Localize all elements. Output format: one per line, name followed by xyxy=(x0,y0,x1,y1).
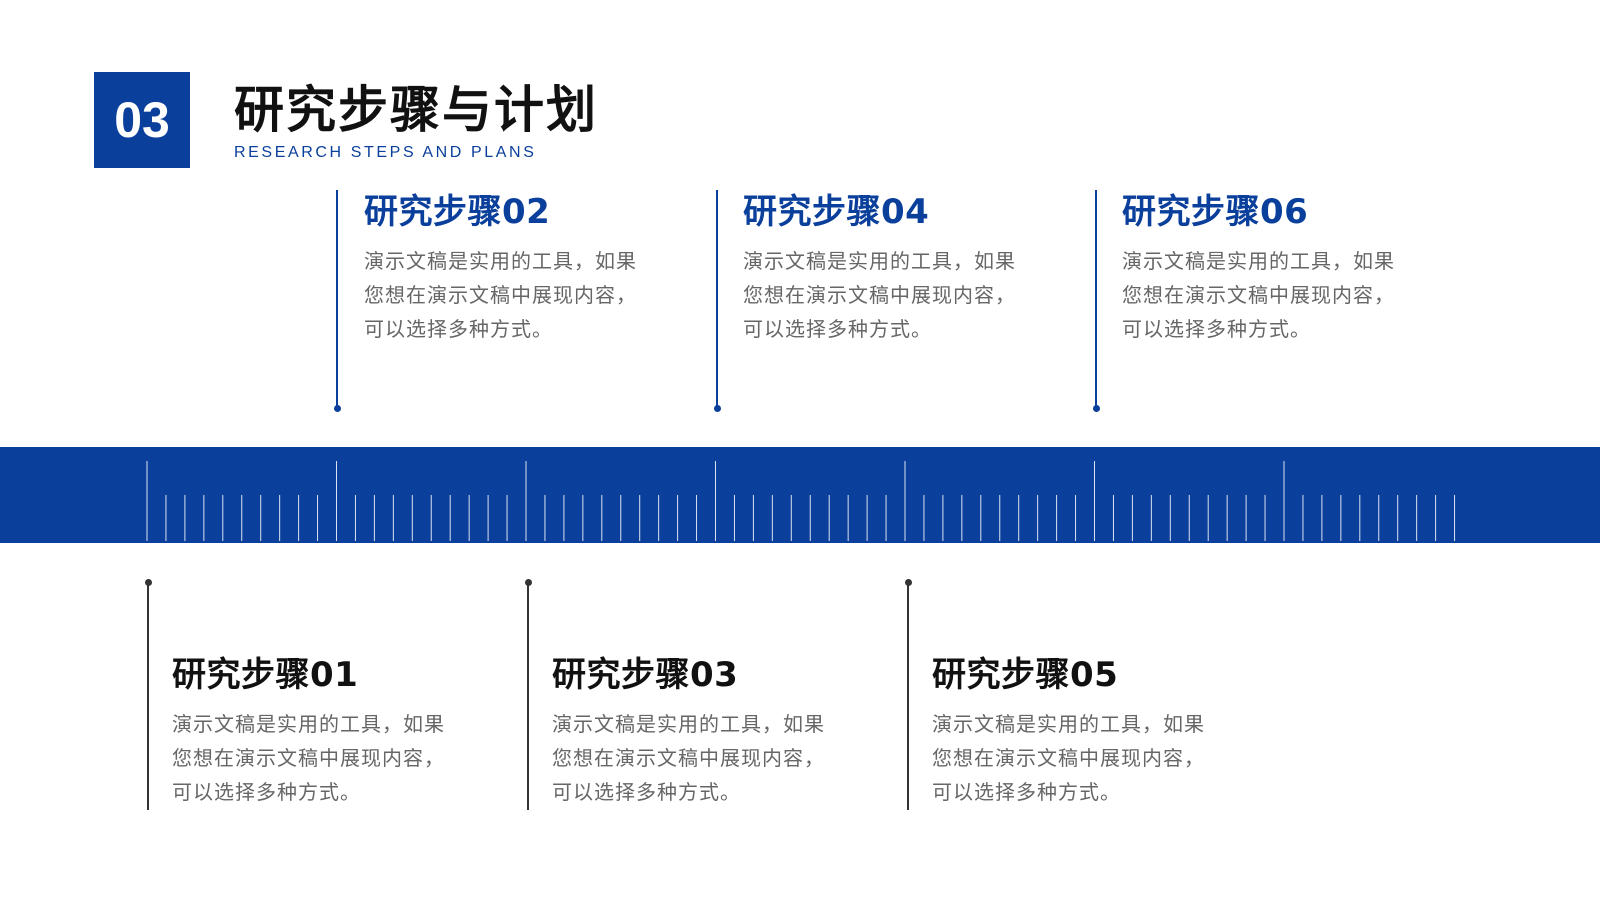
step-description: 演示文稿是实用的工具，如果您想在演示文稿中展现内容，可以选择多种方式。 xyxy=(364,249,637,341)
timeline-connector-top-1 xyxy=(336,190,338,408)
step-title: 研究步骤02 xyxy=(364,192,551,232)
timeline-connector-bottom-1 xyxy=(147,582,149,810)
timeline-dot-top-1 xyxy=(333,405,341,412)
step-description: 演示文稿是实用的工具，如果您想在演示文稿中展现内容，可以选择多种方式。 xyxy=(1122,249,1395,341)
timeline-dot-top-2 xyxy=(713,405,721,412)
step-title: 研究步骤01 xyxy=(172,655,359,695)
page-title: 研究步骤与计划 xyxy=(234,81,598,139)
timeline-dot-top-3 xyxy=(1092,405,1100,412)
step-card-05: 研究步骤05 演示文稿是实用的工具，如果您想在演示文稿中展现内容，可以选择多种方… xyxy=(932,653,1222,809)
step-card-06: 研究步骤06 演示文稿是实用的工具，如果您想在演示文稿中展现内容，可以选择多种方… xyxy=(1122,190,1412,346)
step-card-02: 研究步骤02 演示文稿是实用的工具，如果您想在演示文稿中展现内容，可以选择多种方… xyxy=(364,190,654,346)
timeline-connector-top-2 xyxy=(716,190,718,408)
step-description: 演示文稿是实用的工具，如果您想在演示文稿中展现内容，可以选择多种方式。 xyxy=(932,712,1205,804)
step-title: 研究步骤06 xyxy=(1122,192,1309,232)
page-subtitle: RESEARCH STEPS AND PLANS xyxy=(234,144,537,161)
step-description: 演示文稿是实用的工具，如果您想在演示文稿中展现内容，可以选择多种方式。 xyxy=(743,249,1016,341)
timeline-connector-bottom-2 xyxy=(527,582,529,810)
ruler-ticks xyxy=(146,461,1456,541)
step-card-04: 研究步骤04 演示文稿是实用的工具，如果您想在演示文稿中展现内容，可以选择多种方… xyxy=(743,190,1033,346)
section-number: 03 xyxy=(114,92,170,148)
step-title: 研究步骤04 xyxy=(743,192,930,232)
timeline-band xyxy=(0,447,1600,543)
step-card-03: 研究步骤03 演示文稿是实用的工具，如果您想在演示文稿中展现内容，可以选择多种方… xyxy=(552,653,842,809)
timeline-connector-top-3 xyxy=(1095,190,1097,408)
step-description: 演示文稿是实用的工具，如果您想在演示文稿中展现内容，可以选择多种方式。 xyxy=(552,712,825,804)
step-description: 演示文稿是实用的工具，如果您想在演示文稿中展现内容，可以选择多种方式。 xyxy=(172,712,445,804)
step-card-01: 研究步骤01 演示文稿是实用的工具，如果您想在演示文稿中展现内容，可以选择多种方… xyxy=(172,653,462,809)
section-number-badge: 03 xyxy=(94,72,190,168)
step-title: 研究步骤05 xyxy=(932,655,1119,695)
step-title: 研究步骤03 xyxy=(552,655,739,695)
timeline-connector-bottom-3 xyxy=(907,582,909,810)
